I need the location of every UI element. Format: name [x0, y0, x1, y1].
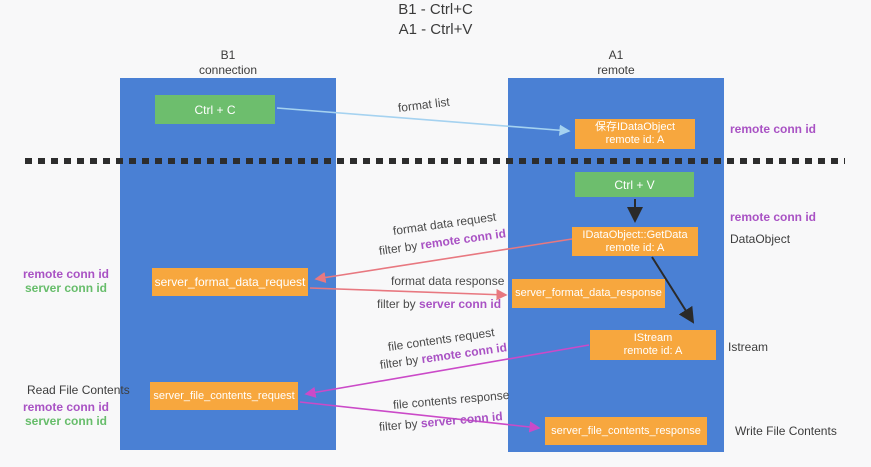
server-file-contents-response-label: server_file_contents_response — [551, 424, 701, 437]
filter-prefix: filter by — [379, 352, 423, 372]
ctrl-c-box: Ctrl + C — [155, 95, 275, 124]
filter-value: server conn id — [420, 409, 504, 431]
format-list-label: format list — [397, 94, 451, 115]
filter-by-server-conn-id-label-1: filter by server conn id — [377, 297, 501, 311]
left-conn-id-labels-2: remote conn id server conn id — [16, 400, 116, 428]
getdata-line2: remote id: A — [605, 241, 665, 254]
server-file-contents-request-box: server_file_contents_request — [150, 382, 298, 410]
left-server-conn-id-label-2: server conn id — [24, 414, 108, 428]
diagram-title: B1 - Ctrl+C A1 - Ctrl+V — [0, 0, 871, 40]
left-remote-conn-id-label-1: remote conn id — [22, 267, 109, 281]
save-dataobject-line1: 保存IDataObject — [594, 121, 676, 133]
right-lane-name: A1 — [608, 48, 624, 62]
ctrl-v-label: Ctrl + V — [614, 177, 655, 192]
server-format-data-request-box: server_format_data_request — [152, 268, 308, 296]
filter-value: server conn id — [419, 297, 502, 311]
diagram-title-line1: B1 - Ctrl+C — [398, 1, 473, 18]
right-lane-subtitle: remote — [597, 63, 635, 77]
filter-prefix: filter by — [378, 238, 422, 258]
getdata-box: IDataObject::GetData remote id: A — [572, 227, 698, 256]
istream-line1: IStream — [633, 332, 673, 344]
getdata-line1: IDataObject::GetData — [582, 228, 688, 241]
dataobject-label: DataObject — [730, 232, 791, 246]
right-lane-header: A1 remote — [508, 48, 724, 78]
ctrl-c-label: Ctrl + C — [194, 102, 236, 117]
save-dataobject-box: 保存IDataObject remote id: A — [575, 119, 695, 149]
left-remote-conn-id-label-2: remote conn id — [22, 400, 109, 414]
left-lane-name: B1 — [220, 48, 236, 62]
filter-prefix: filter by — [377, 297, 420, 311]
istream-box: IStream remote id: A — [590, 330, 716, 360]
read-file-contents-label: Read File Contents — [27, 383, 130, 397]
format-data-response-label: format data response — [391, 274, 505, 288]
ctrl-v-box: Ctrl + V — [575, 172, 694, 197]
filter-prefix: filter by — [378, 416, 422, 434]
server-file-contents-request-label: server_file_contents_request — [153, 389, 295, 402]
phase-divider-dashed-line — [25, 158, 845, 164]
filter-by-server-conn-id-label-2: filter by server conn id — [378, 409, 503, 434]
istream-side-label: Istream — [728, 340, 769, 354]
arrow-format-data-response — [309, 287, 508, 301]
istream-line2: remote id: A — [623, 345, 683, 357]
right-remote-conn-id-label-top: remote conn id — [730, 122, 817, 136]
server-format-data-response-box: server_format_data_response — [512, 279, 665, 308]
diagram-title-line2: A1 - Ctrl+V — [398, 21, 473, 38]
save-dataobject-line2: remote id: A — [605, 134, 665, 146]
file-contents-response-label: file contents response — [392, 387, 510, 412]
server-format-data-request-label: server_format_data_request — [154, 275, 306, 289]
right-remote-conn-id-label-mid: remote conn id — [730, 210, 817, 224]
write-file-contents-label: Write File Contents — [735, 424, 837, 438]
left-lane-header: B1 connection — [120, 48, 336, 78]
left-server-conn-id-label-1: server conn id — [24, 281, 108, 295]
left-conn-id-labels-1: remote conn id server conn id — [16, 267, 116, 295]
left-lane-subtitle: connection — [198, 63, 258, 77]
server-format-data-response-label: server_format_data_response — [515, 287, 662, 299]
server-file-contents-response-box: server_file_contents_response — [545, 417, 707, 445]
